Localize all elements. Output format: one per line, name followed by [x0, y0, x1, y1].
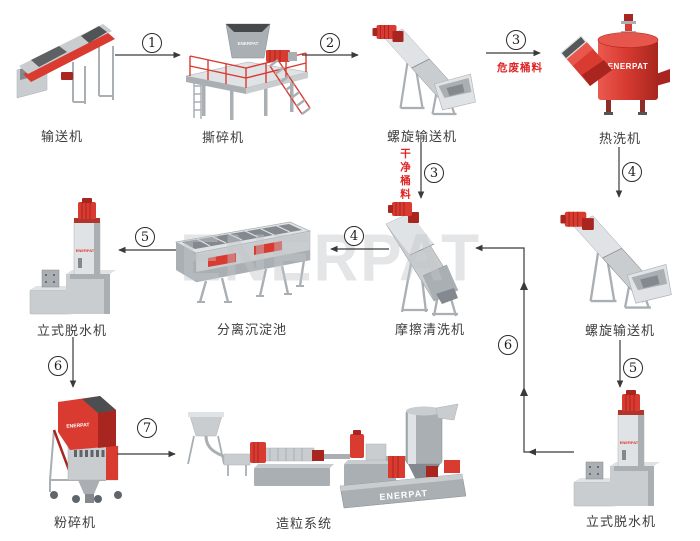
step-circle-5b: 5	[623, 358, 643, 378]
label-vertical-dewater-left: 立式脱水机	[36, 323, 107, 338]
label-hot-washer: 热洗机	[598, 131, 641, 146]
brand-text: ENERPAT	[620, 440, 639, 445]
step-circle-4b: 4	[344, 226, 364, 246]
shredder-illustration: ENERPAT	[182, 20, 312, 122]
label-vertical-dewater-bottom: 立式脱水机	[585, 514, 656, 529]
label-screw-conveyor-top: 螺旋输送机	[386, 129, 457, 144]
step-circle-6b: 6	[498, 335, 518, 355]
step-circle-7: 7	[137, 418, 157, 438]
label-conveyor: 输送机	[40, 129, 83, 144]
label-shredder: 撕碎机	[201, 130, 244, 145]
brand-text: ENERPAT	[379, 488, 428, 502]
arrowhead-up-icon	[520, 281, 528, 290]
arrow-step6-return	[475, 244, 574, 453]
friction-washer-illustration	[378, 200, 475, 322]
arrowhead-left-icon	[528, 448, 536, 456]
dirty-drums-note: 危废桶料	[497, 62, 543, 74]
vertical-dewater-left-illustration: ENERPAT	[28, 196, 128, 318]
step-circle-4a: 4	[622, 162, 642, 182]
separation-tank-illustration	[170, 212, 318, 308]
screw-conveyor-right-illustration	[558, 202, 676, 314]
label-friction-washer: 摩擦清洗机	[394, 322, 465, 337]
brand-text: ENERPAT	[66, 422, 90, 430]
step-circle-3b: 3	[424, 163, 444, 183]
brand-text: ENERPAT	[608, 62, 649, 71]
label-separation-tank: 分离沉淀池	[216, 322, 287, 337]
vertical-dewater-bottom-illustration: ENERPAT	[572, 388, 672, 510]
hot-washer-illustration: ENERPAT	[560, 12, 672, 120]
brand-text: ENERPAT	[76, 248, 95, 253]
step-circle-5a: 5	[135, 227, 155, 247]
screw-conveyor-top-illustration	[372, 16, 478, 120]
step-circle-3a: 3	[506, 30, 526, 50]
clean-drums-note: 干净桶料	[399, 148, 411, 202]
step-circle-6a: 6	[48, 356, 68, 376]
step-circle-2: 2	[320, 33, 340, 53]
label-crusher: 粉碎机	[53, 515, 96, 530]
label-screw-conveyor-right: 螺旋输送机	[584, 323, 655, 338]
conveyor-illustration	[15, 12, 127, 112]
crusher-illustration: ENERPAT	[42, 392, 137, 510]
step-circle-1: 1	[142, 33, 162, 53]
arrowhead-up-icon	[520, 387, 528, 396]
brand-text: ENERPAT	[238, 41, 259, 46]
label-pelletizing-system: 造粒系统	[275, 516, 332, 531]
pelletizing-system-illustration: ENERPAT	[178, 402, 466, 510]
